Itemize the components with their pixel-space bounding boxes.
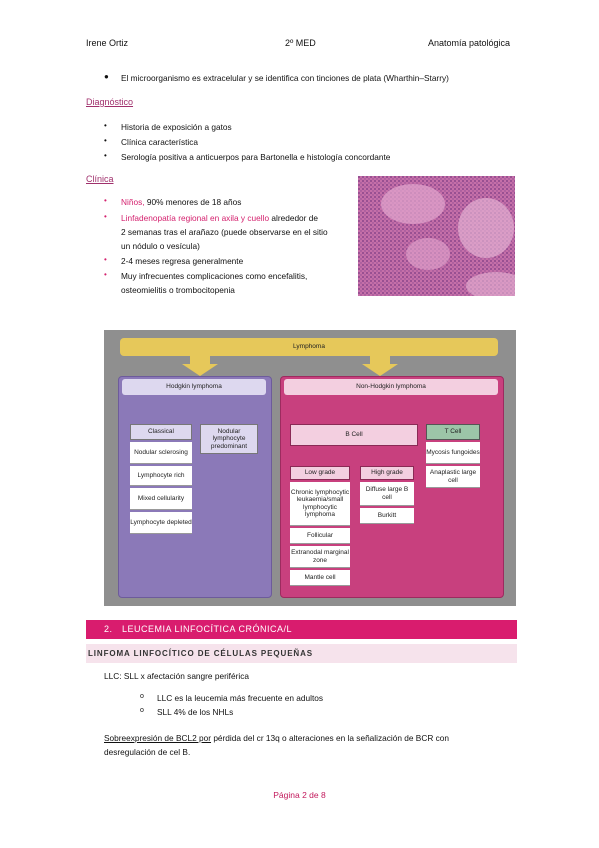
- bullet-icon: •: [104, 270, 107, 279]
- high-grade-label: High grade: [360, 466, 414, 480]
- low-grade-item: Mantle cell: [290, 570, 350, 586]
- lymphoma-root: Lymphoma: [120, 338, 498, 356]
- clinica-item-2-highlight: Linfadenopatía regional en axila y cuell…: [121, 213, 270, 223]
- bullet-icon: •: [104, 151, 107, 160]
- classical-item: Lymphocyte depleted: [130, 512, 192, 534]
- nodular-lymphocyte-predominant: Nodular lymphocyte predominant: [200, 424, 258, 454]
- bcell-label: B Cell: [290, 424, 418, 446]
- low-grade-item: Chronic lymphocytic leukaemia/small lymp…: [290, 482, 350, 526]
- section-2-title: LEUCEMIA LINFOCÍTICA CRÓNICA/L: [122, 624, 293, 634]
- header-author: Irene Ortiz: [86, 38, 129, 48]
- high-grade-item: Burkitt: [360, 508, 414, 524]
- bullet-icon: •: [104, 255, 107, 264]
- clinica-item-2: Linfadenopatía regional en axila y cuell…: [121, 212, 356, 225]
- classical-item: Mixed cellularity: [130, 488, 192, 510]
- bcl2-underlined: Sobreexpresión de BCL2 por: [104, 733, 212, 743]
- clinica-item-1: Niños, 90% menores de 18 años: [121, 196, 241, 209]
- low-grade-item: Follicular: [290, 528, 350, 544]
- circle-bullet-icon: o: [140, 707, 144, 714]
- clinica-item-2-line3: un nódulo o vesícula): [121, 241, 200, 251]
- low-grade-label: Low grade: [290, 466, 350, 480]
- header-subject: Anatomía patológica: [428, 38, 511, 48]
- classical-item: Lymphocyte rich: [130, 466, 192, 486]
- diagnostico-item: Historia de exposición a gatos: [121, 122, 232, 132]
- page-footer: Página 2 de 8: [273, 790, 326, 800]
- section-2-banner: 2. LEUCEMIA LINFOCÍTICA CRÓNICA/L: [0, 620, 599, 639]
- llc-item: LLC es la leucemia más frecuente en adul…: [157, 693, 324, 703]
- classical-label: Classical: [130, 424, 192, 440]
- header-course: 2º MED: [285, 38, 316, 48]
- llc-line: LLC: SLL x afectación sangre periférica: [104, 671, 249, 681]
- circle-bullet-icon: o: [140, 693, 144, 700]
- tcell-item: Mycosis fungoides: [426, 442, 480, 464]
- clinica-item-2-text: alrededor de: [269, 213, 318, 223]
- section-2-number: 2.: [104, 624, 113, 634]
- diagnostico-title: Diagnóstico: [86, 97, 134, 107]
- lymphoma-classification-diagram: Lymphoma Hodgkin lymphoma Classical Nodu…: [104, 330, 516, 606]
- bullet-icon: •: [104, 121, 107, 130]
- subsection-title: LINFOMA LINFOCÍTICO DE CÉLULAS PEQUEÑAS: [88, 649, 314, 658]
- bullet-icon: ●: [104, 72, 109, 81]
- intro-text: El microorganismo es extracelular y se i…: [121, 73, 449, 83]
- llc-item: SLL 4% de los NHLs: [157, 707, 234, 717]
- bullet-icon: •: [104, 196, 107, 205]
- bcl2-text: pérdida del cr 13q o alteraciones en la …: [211, 733, 450, 743]
- diagnostico-item: Clínica característica: [121, 137, 199, 147]
- low-grade-item: Extranodal marginal zone: [290, 546, 350, 568]
- tcell-item: Anaplastic large cell: [426, 466, 480, 488]
- tcell-label: T Cell: [426, 424, 480, 440]
- clinica-item-4: Muy infrecuentes complicaciones como enc…: [121, 271, 308, 281]
- clinica-item-4-line2: osteomielitis o trombocitopenia: [121, 285, 235, 295]
- non-hodgkin-label: Non-Hodgkin lymphoma: [284, 379, 498, 395]
- clinica-item-2-line2: 2 semanas tras el arañazo (puede observa…: [121, 227, 328, 237]
- bcl2-line-2: desregulación de cel B.: [104, 747, 191, 757]
- bullet-icon: •: [104, 212, 107, 221]
- clinica-item-3: 2-4 meses regresa generalmente: [121, 256, 244, 266]
- clinica-title: Clínica: [86, 174, 114, 184]
- high-grade-item: Diffuse large B cell: [360, 482, 414, 506]
- bcl2-line: Sobreexpresión de BCL2 por pérdida del c…: [104, 732, 449, 745]
- clinica-item-1-text: 90% menores de 18 años: [144, 197, 242, 207]
- classical-item: Nodular sclerosing: [130, 442, 192, 464]
- histology-image: [358, 176, 515, 296]
- bullet-icon: •: [104, 136, 107, 145]
- diagnostico-item: Serología positiva a anticuerpos para Ba…: [121, 152, 391, 162]
- clinica-item-1-highlight: Niños,: [121, 197, 145, 207]
- subsection-band: [86, 644, 517, 663]
- hodgkin-label: Hodgkin lymphoma: [122, 379, 266, 395]
- hodgkin-panel: [118, 376, 272, 598]
